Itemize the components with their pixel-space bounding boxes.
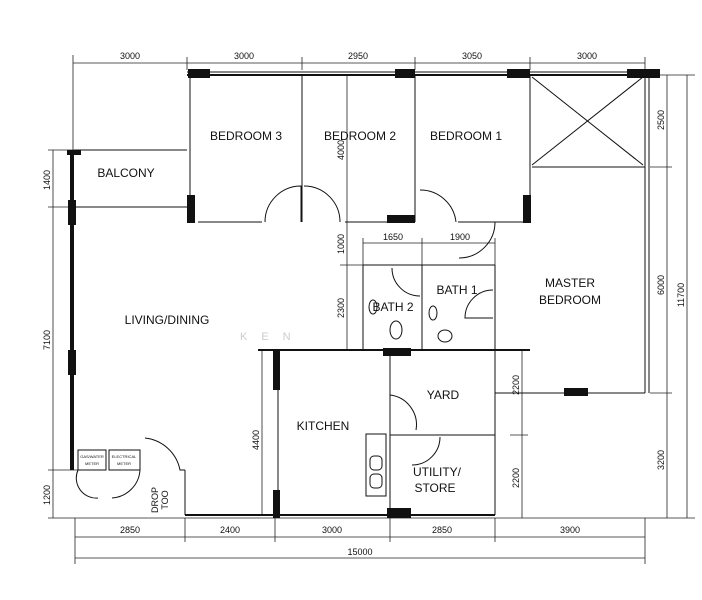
gas-water-meter-label-2: METER [85,461,99,466]
room-yard: YARD [427,388,460,402]
electrical-meter-label: ELECTRICAL [112,454,137,459]
room-labels: BEDROOM 3 BEDROOM 2 BEDROOM 1 BALCONY LI… [97,129,601,495]
door-bedroom3[interactable] [264,185,302,223]
dim-bottom-3: 3000 [322,525,342,535]
door-bath1[interactable] [464,289,494,319]
dim-bottom-total: 15000 [347,547,372,557]
room-bath-1: BATH 1 [436,283,477,297]
room-bath-2: BATH 2 [372,300,413,314]
room-bedroom-1: BEDROOM 1 [430,129,502,143]
electrical-meter-label-2: METER [117,461,131,466]
dim-corridor: 1000 [336,234,346,254]
dim-bath-depth: 2300 [336,298,346,318]
room-living-dining: LIVING/DINING [125,313,210,327]
watermark: KEN [240,331,305,343]
dim-left-1: 1400 [42,170,52,190]
gas-water-meter-label: GAS/WATER [80,454,104,459]
walls [67,69,660,518]
toilet-bath2 [389,320,403,340]
room-utility-store-2: STORE [414,481,455,495]
dim-bath2-width: 1650 [383,232,403,242]
room-utility-store: UTILITY/ [413,465,462,479]
door-utility[interactable] [411,436,441,466]
dim-right-2: 6000 [656,275,666,295]
dimension-lines [48,55,695,564]
room-master-bedroom: MASTER [545,276,595,290]
dim-right-3: 3200 [656,450,666,470]
dim-left-3: 1200 [42,485,52,505]
gas-water-meter [77,449,107,471]
dim-left-2: 7100 [42,330,52,350]
basin-bath2 [368,299,378,315]
dim-bath1-width: 1900 [450,232,470,242]
fixtures: GAS/WATER METER ELECTRICAL METER DROP TO… [77,299,453,513]
dim-right-1: 2500 [656,110,666,130]
doors [75,185,496,499]
dim-bottom-4: 2850 [432,525,452,535]
dim-top-1: 3000 [120,51,140,61]
dim-bedroom-depth: 4000 [336,140,346,160]
door-bedroom2[interactable] [303,185,341,223]
dim-yard-depth: 2200 [511,375,521,395]
door-bedroom1[interactable] [419,189,457,223]
door-bath2[interactable] [391,267,421,297]
electrical-meter [108,449,141,471]
door-yard[interactable] [389,394,417,431]
room-balcony: BALCONY [97,166,154,180]
chute-label-2: TOO [160,490,170,509]
dim-top-4: 3050 [462,51,482,61]
dim-bottom-2: 2400 [220,525,240,535]
dim-kitchen-depth: 4400 [251,430,261,450]
room-bedroom-3: BEDROOM 3 [210,129,282,143]
dim-bottom-1: 2850 [120,525,140,535]
dim-right-total: 11700 [676,283,686,307]
basin-bath1 [428,305,438,321]
chute-label: DROP [150,487,160,513]
kitchen-sink [365,433,387,497]
dim-top-5: 3000 [577,51,597,61]
door-main[interactable] [144,437,185,471]
dimension-labels: 3000 3000 2950 3050 3000 2850 2400 3000 … [42,51,686,557]
room-bedroom-2: BEDROOM 2 [324,129,396,143]
dim-top-2: 3000 [234,51,254,61]
room-master-bedroom-2: BEDROOM [539,293,601,307]
room-kitchen: KITCHEN [297,419,350,433]
void-area [531,76,644,166]
door-master[interactable] [458,221,496,259]
dim-bottom-5: 3900 [560,525,580,535]
toilet-bath1 [437,329,453,343]
dim-utility-depth: 2200 [511,468,521,488]
dim-top-3: 2950 [348,51,368,61]
